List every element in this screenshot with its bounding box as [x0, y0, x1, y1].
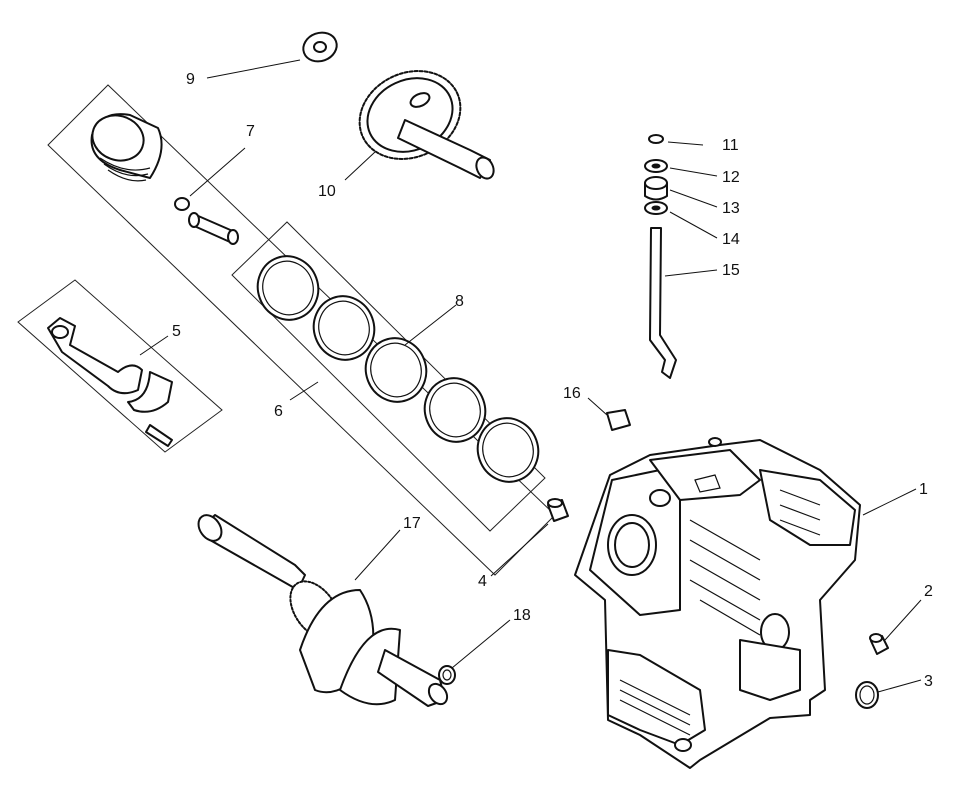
conrod-kit-outline: [17, 279, 223, 453]
callout-7: 7: [246, 123, 255, 140]
callout-14: 14: [722, 231, 740, 248]
callout-9: 9: [186, 71, 195, 88]
piston[interactable]: [86, 108, 163, 182]
seal-part-3[interactable]: [855, 681, 879, 709]
washer-part-11[interactable]: [648, 134, 664, 144]
plug-part-16[interactable]: [606, 409, 631, 431]
ring-part-18[interactable]: [438, 665, 456, 685]
callout-6: 6: [274, 403, 283, 420]
callout-15: 15: [722, 262, 740, 279]
callout-10: 10: [318, 183, 336, 200]
callout-18: 18: [513, 607, 531, 624]
camshaft-part-10[interactable]: [345, 55, 497, 181]
callout-1: 1: [919, 481, 928, 498]
callout-labels: 1 2 3 4 5 6 7 8 9 10 11 12 13 14 15 16 1…: [172, 71, 933, 690]
callout-16: 16: [563, 385, 581, 402]
ring-set-outline: [231, 221, 546, 532]
connecting-rod-part-5[interactable]: [47, 317, 173, 447]
callout-17: 17: [403, 515, 421, 532]
callout-12: 12: [722, 169, 740, 186]
washer-part-9[interactable]: [299, 28, 341, 66]
crankshaft-part-17[interactable]: [194, 511, 451, 708]
callout-3: 3: [924, 673, 933, 690]
bushing-part-4[interactable]: [547, 498, 569, 522]
crankcase-part-1[interactable]: [574, 437, 861, 769]
piston-pin-part-7[interactable]: [174, 197, 239, 245]
fitting-part-2[interactable]: [869, 633, 889, 655]
callout-5: 5: [172, 323, 181, 340]
leader-lines: [139, 59, 922, 693]
washer-part-12[interactable]: [644, 159, 668, 173]
spacer-part-13[interactable]: [644, 176, 668, 201]
washer-part-14[interactable]: [644, 201, 668, 215]
piston-rings-part-8[interactable]: [249, 248, 547, 491]
callout-8: 8: [455, 293, 464, 310]
callout-4: 4: [478, 573, 487, 590]
callout-11: 11: [722, 137, 739, 154]
callout-2: 2: [924, 583, 933, 600]
rod-part-15[interactable]: [649, 227, 677, 379]
callout-13: 13: [722, 200, 740, 217]
